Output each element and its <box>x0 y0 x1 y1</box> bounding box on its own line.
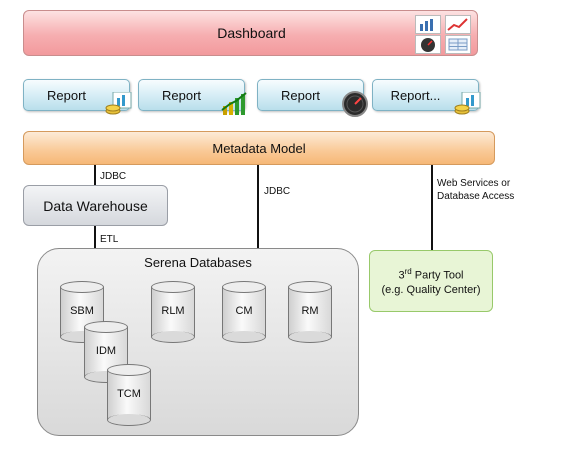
report-label-4: Report... <box>390 87 441 103</box>
etl-label: ETL <box>100 234 119 245</box>
coins-chart-icon <box>105 92 132 115</box>
metadata-model-label: Metadata Model <box>212 140 306 156</box>
third-party-tool-title: 3rd Party Tool <box>398 266 464 282</box>
serena-databases-container: Serena Databases SBM IDM TCM RLM CM RM <box>37 248 359 436</box>
database-cylinder-cm: CM <box>222 281 266 343</box>
gauge-icon <box>342 91 368 117</box>
line-chart-icon <box>445 15 471 34</box>
database-label: RLM <box>161 305 185 317</box>
serena-databases-title: Serena Databases <box>144 255 252 270</box>
database-label: IDM <box>95 345 117 357</box>
table-icon <box>445 35 471 54</box>
report-box-4: Report... <box>372 79 481 115</box>
jdbc-left-label: JDBC <box>100 171 127 182</box>
third-party-tool-box: 3rd Party Tool (e.g. Quality Center) <box>369 250 493 312</box>
report-box-3: Report <box>257 79 368 117</box>
jdbc-right-label: JDBC <box>264 186 291 197</box>
metadata-model-box: Metadata Model <box>23 131 495 165</box>
web-services-connector <box>431 165 433 250</box>
web-services-label-line1: Web Services or <box>437 178 511 189</box>
report-label-3: Report <box>280 87 321 103</box>
etl-connector <box>94 226 96 248</box>
database-label: SBM <box>70 305 94 317</box>
database-label: TCM <box>117 388 141 400</box>
report-box-1: Report <box>23 79 132 115</box>
data-warehouse-label: Data Warehouse <box>43 197 148 214</box>
coins-chart-icon <box>454 92 481 115</box>
third-party-tool-example: (e.g. Quality Center) <box>381 284 481 297</box>
report-label-2: Report <box>161 87 202 103</box>
dashboard-label: Dashboard <box>217 25 286 41</box>
jdbc-right-connector <box>257 165 259 248</box>
database-cylinder-rm: RM <box>288 281 332 343</box>
database-cylinder-rlm: RLM <box>151 281 195 343</box>
gauge-icon <box>415 35 441 54</box>
jdbc-left-connector <box>94 165 96 185</box>
dashboard-box: Dashboard <box>23 10 478 56</box>
dashboard-icons <box>415 15 471 54</box>
database-label: CM <box>235 305 253 317</box>
report-box-2: Report <box>138 79 247 115</box>
report-label-1: Report <box>46 87 87 103</box>
database-label: RM <box>301 305 319 317</box>
database-cylinder-tcm: TCM <box>107 364 151 426</box>
web-services-label-line2: Database Access <box>437 191 515 202</box>
bar-chart-icon <box>415 15 441 34</box>
data-warehouse-box: Data Warehouse <box>23 185 168 226</box>
rising-chart-icon <box>221 92 247 115</box>
